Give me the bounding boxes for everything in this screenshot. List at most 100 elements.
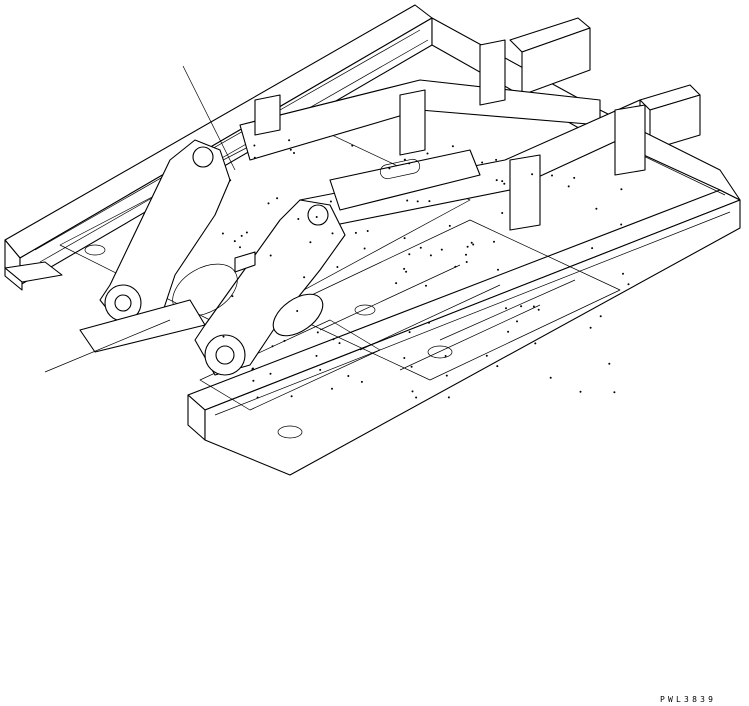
bolt-hole xyxy=(316,331,319,334)
bolt-hole xyxy=(253,156,256,159)
bolt-hole xyxy=(403,237,406,240)
bolt-hole xyxy=(591,247,594,250)
bolt-hole xyxy=(622,272,624,275)
bolt-hole xyxy=(599,315,602,318)
bolt-hole xyxy=(472,243,475,246)
bolt-hole xyxy=(516,320,518,323)
bolt-hole xyxy=(428,200,431,203)
bolt-hole xyxy=(495,179,498,182)
bolt-hole xyxy=(303,276,306,279)
bolt-hole xyxy=(240,234,243,237)
bolt-hole xyxy=(229,179,232,182)
bolt-hole xyxy=(470,241,473,244)
bolt-hole xyxy=(221,232,224,235)
bolt-hole xyxy=(429,254,432,257)
bolt-hole xyxy=(426,152,429,155)
bolt-hole xyxy=(410,365,413,368)
bolt-hole xyxy=(627,283,630,286)
bolt-hole xyxy=(395,282,398,285)
bolt-hole xyxy=(573,176,576,179)
bolt-hole xyxy=(360,380,363,383)
bolt-hole xyxy=(465,253,467,256)
bolt-hole xyxy=(406,199,409,202)
bolt-hole xyxy=(579,390,582,393)
bolt-hole xyxy=(451,145,454,148)
bolt-hole xyxy=(329,200,332,203)
bolt-hole xyxy=(388,167,391,170)
bolt-hole xyxy=(239,246,241,249)
bolt-hole xyxy=(366,230,369,232)
bolt-hole xyxy=(567,185,570,188)
bolt-hole xyxy=(501,180,504,183)
bolt-hole xyxy=(549,376,552,379)
bolt-hole xyxy=(403,158,406,161)
bolt-hole xyxy=(419,246,422,249)
bolt-hole xyxy=(267,202,270,205)
bolt-hole xyxy=(534,342,537,345)
bolt-hole xyxy=(363,247,366,250)
bolt-hole xyxy=(444,355,447,357)
bolt-hole xyxy=(253,144,256,147)
bolt-hole xyxy=(551,174,553,177)
bolt-hole xyxy=(319,368,322,371)
bolt-hole xyxy=(309,241,312,244)
leader-lines xyxy=(44,65,236,373)
bolt-hole xyxy=(495,158,498,161)
bolt-hole xyxy=(531,173,534,176)
bolt-hole xyxy=(440,248,443,251)
bolt-hole xyxy=(331,387,333,390)
bolt-hole xyxy=(297,218,300,220)
bolt-hole xyxy=(532,305,535,308)
bolt-hole xyxy=(293,152,295,154)
bolt-hole xyxy=(608,362,611,365)
bolt-hole xyxy=(233,240,236,243)
bolt-hole xyxy=(315,354,318,357)
bolt-hole xyxy=(497,268,499,271)
bolt-hole xyxy=(296,310,299,312)
bracket-stands xyxy=(254,39,646,231)
bolt-hole xyxy=(289,148,292,151)
bolt-hole xyxy=(589,326,592,329)
bolt-hole xyxy=(501,212,504,214)
bolt-hole xyxy=(271,345,274,348)
bolt-hole xyxy=(505,307,507,310)
bolt-hole xyxy=(288,139,291,142)
bolt-hole xyxy=(537,308,540,311)
bolt-hole xyxy=(256,396,259,399)
bolt-hole xyxy=(331,232,334,235)
rear-side-rail xyxy=(4,4,433,286)
bolt-hole xyxy=(595,207,598,210)
bolt-hole xyxy=(425,284,427,287)
bolt-hole xyxy=(415,396,418,399)
front-side-rail xyxy=(187,189,741,476)
bolt-hole xyxy=(354,231,357,234)
bolt-hole xyxy=(465,261,468,263)
bolt-hole xyxy=(445,374,448,377)
bolt-hole xyxy=(408,331,411,334)
bolt-hole xyxy=(496,365,499,368)
bolt-hole xyxy=(408,253,411,256)
bolt-hole xyxy=(447,396,450,399)
bolt-holes xyxy=(221,139,630,399)
bolt-hole xyxy=(269,372,272,375)
left-bumper xyxy=(4,261,206,353)
bolt-hole xyxy=(332,338,335,341)
bolt-hole xyxy=(466,245,469,248)
bolt-hole xyxy=(276,197,279,200)
bolt-hole xyxy=(620,223,623,226)
bolt-hole xyxy=(252,379,255,382)
bolt-hole xyxy=(416,200,419,203)
bolt-hole xyxy=(315,216,318,218)
drawing-code: PWL3839 xyxy=(660,695,717,704)
bolt-hole xyxy=(448,224,451,227)
right-rear-crossbeam xyxy=(431,17,701,151)
bolt-hole xyxy=(411,390,414,393)
bolt-hole xyxy=(408,162,411,165)
bolt-hole xyxy=(405,270,408,273)
bolt-hole xyxy=(485,354,488,357)
bolt-hole xyxy=(283,339,286,342)
bolt-hole xyxy=(269,254,272,257)
bolt-hole xyxy=(338,342,341,345)
bolt-hole xyxy=(613,391,616,394)
